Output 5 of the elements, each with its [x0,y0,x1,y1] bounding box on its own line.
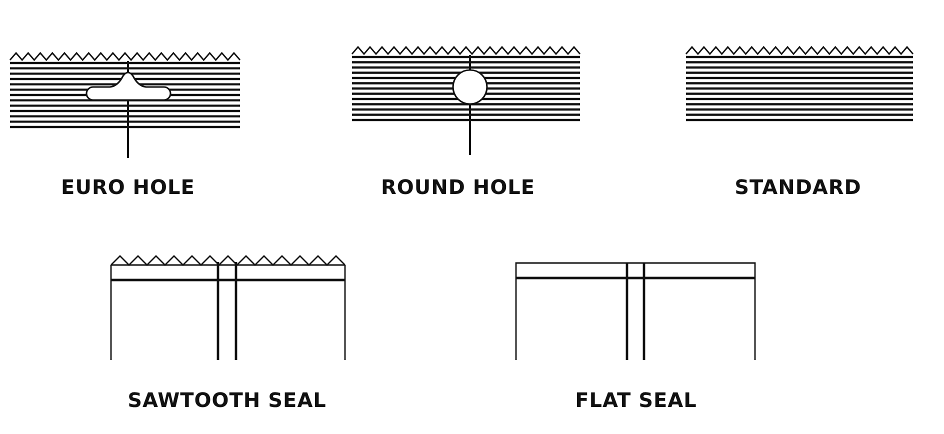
caption-label: STANDARD [734,175,862,199]
caption-label: EURO HOLE [61,175,195,199]
caption-label: SAWTOOTH SEAL [128,388,326,412]
caption-label: FLAT SEAL [575,388,697,412]
caption-label: ROUND HOLE [380,175,536,199]
